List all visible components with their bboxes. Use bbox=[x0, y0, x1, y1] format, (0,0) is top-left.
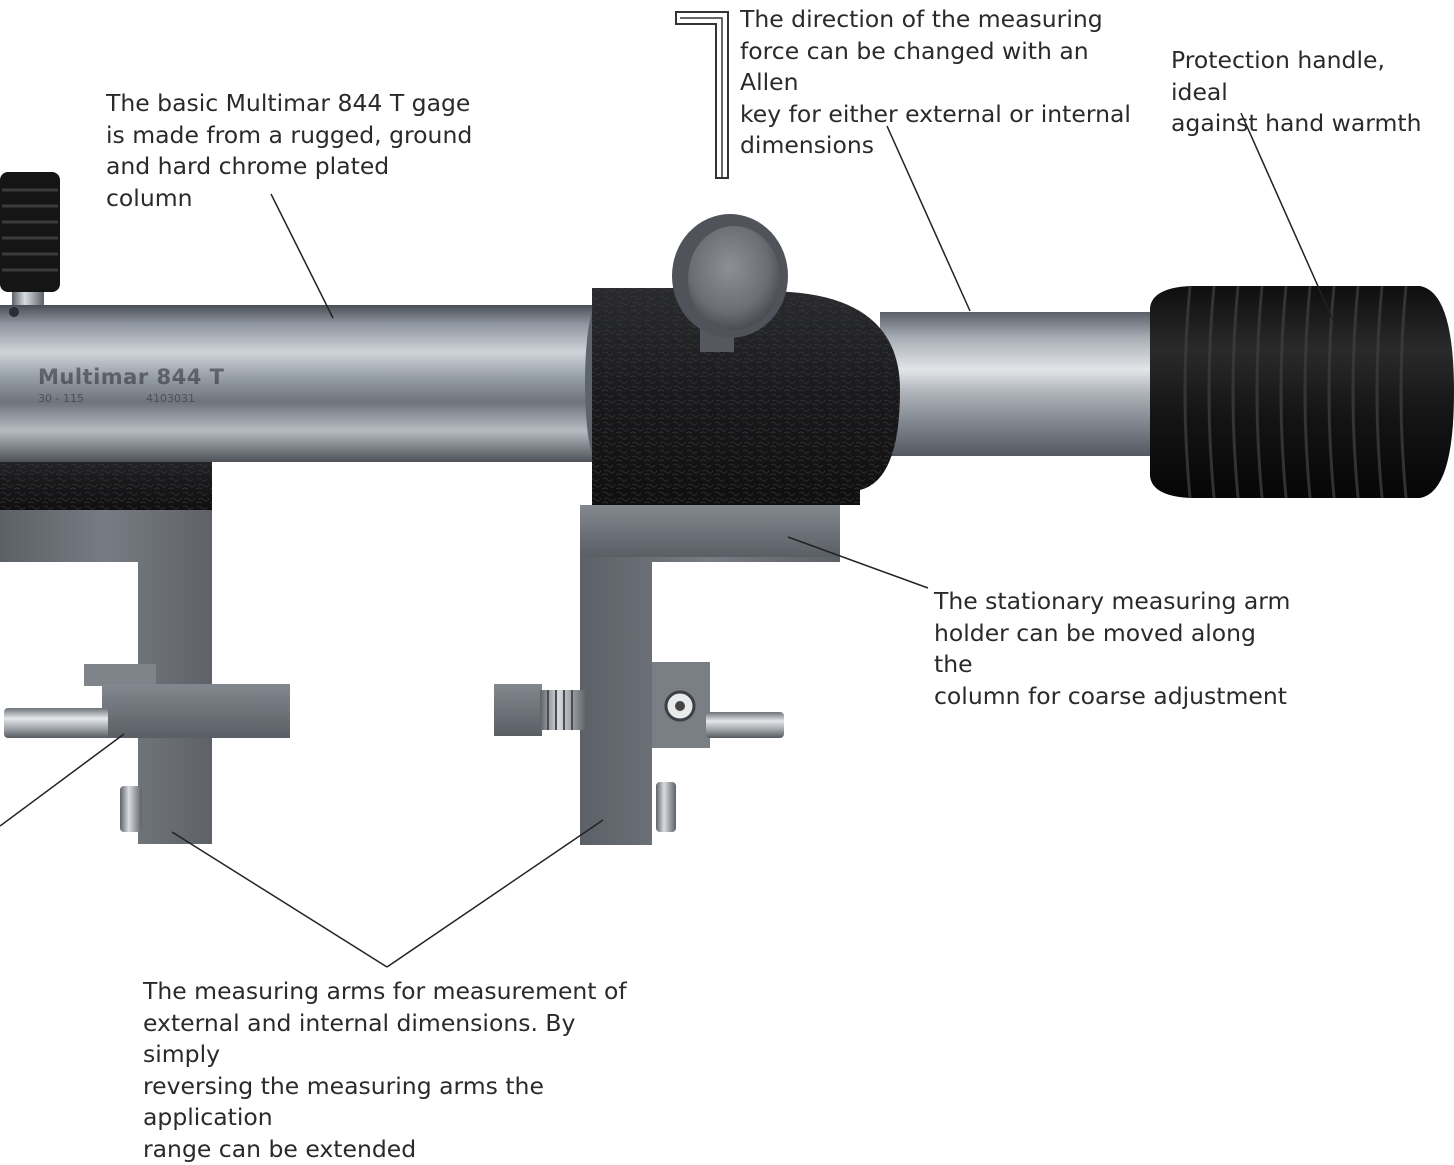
arm-holder-housing bbox=[580, 288, 900, 557]
callout-basic-gage: The basic Multimar 844 T gage is made fr… bbox=[106, 89, 473, 212]
column-engraving-range: 30 - 115 bbox=[38, 392, 84, 405]
force-direction-knob bbox=[672, 214, 788, 352]
leader-arms-right bbox=[386, 819, 604, 968]
chrome-column-right bbox=[880, 312, 1170, 456]
protection-handle bbox=[1150, 285, 1454, 499]
left-measuring-arm bbox=[0, 510, 290, 844]
callout-measuring-force: The direction of the measuring force can… bbox=[740, 5, 1131, 159]
gage-diagram: Multimar 844 T 30 - 115 4103031 The basi… bbox=[0, 5, 1454, 1163]
column-engraving-serial: 4103031 bbox=[146, 392, 195, 405]
leader-left-pin bbox=[0, 733, 125, 827]
callout-protection-handle: Protection handle, ideal against hand wa… bbox=[1171, 46, 1422, 137]
callout-arm-holder: The stationary measuring arm holder can … bbox=[934, 587, 1291, 710]
allen-key-icon bbox=[675, 11, 729, 179]
leader-lines bbox=[0, 112, 1334, 968]
leader-basic-gage bbox=[270, 193, 334, 319]
column-engraving-model: Multimar 844 T bbox=[38, 365, 225, 389]
gage-illustration bbox=[0, 11, 1454, 968]
right-measuring-arm bbox=[494, 557, 840, 845]
leader-protection-handle bbox=[1240, 112, 1334, 321]
leader-measuring-force bbox=[886, 125, 971, 312]
leader-arm-holder bbox=[787, 536, 929, 589]
leader-arms-left bbox=[171, 831, 388, 968]
thumb-screw bbox=[0, 172, 60, 320]
callout-measuring-arms: The measuring arms for measurement of ex… bbox=[143, 977, 627, 1163]
